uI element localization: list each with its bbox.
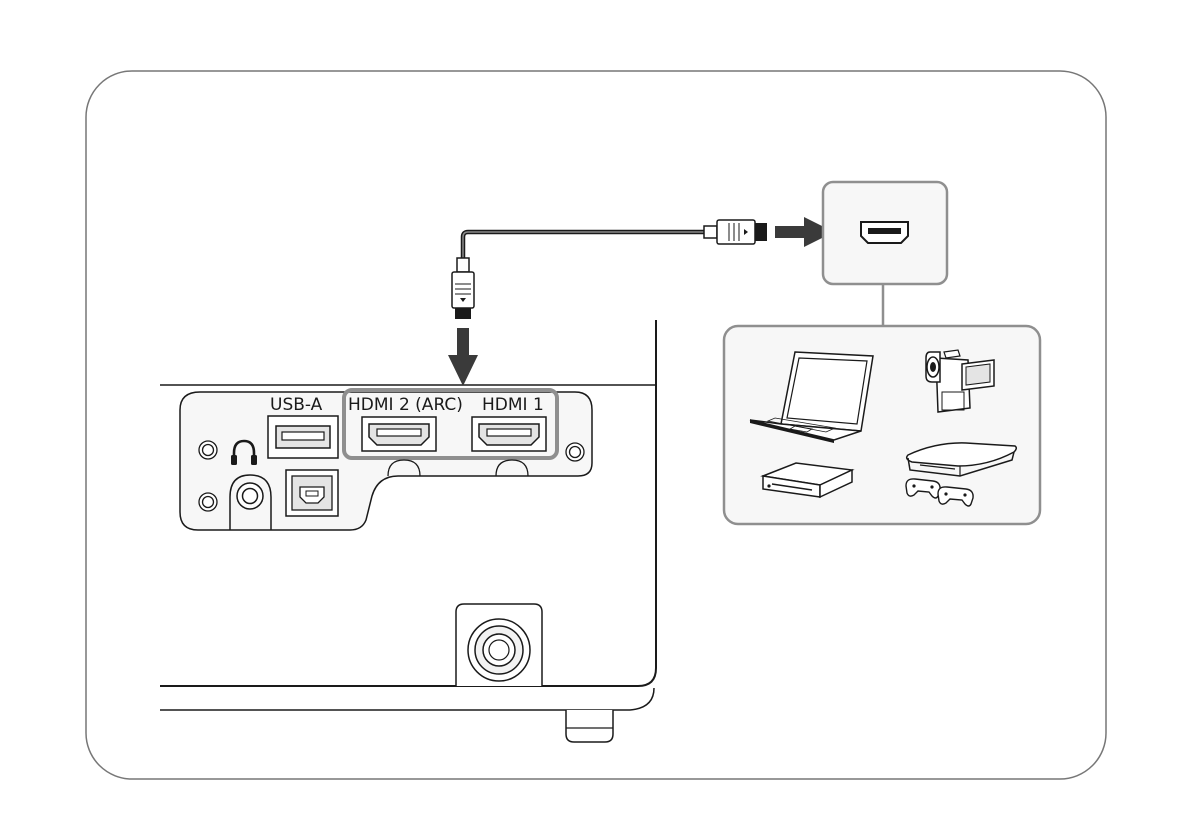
hdmi1-label: HDMI 1 (482, 395, 544, 415)
power-inlet (456, 604, 542, 686)
projector-rear (160, 320, 656, 742)
hdmi2-label: HDMI 2 (ARC) (348, 395, 463, 415)
service-port (286, 470, 338, 516)
usb-a-port (268, 416, 338, 458)
hdmi-cable (463, 232, 705, 260)
device-hdmi-port (823, 182, 947, 284)
arrow-down (448, 328, 478, 386)
hdmi-plug-horizontal (704, 220, 767, 244)
hdmi-plug-vertical (452, 258, 474, 319)
usb-a-label: USB-A (270, 395, 323, 415)
